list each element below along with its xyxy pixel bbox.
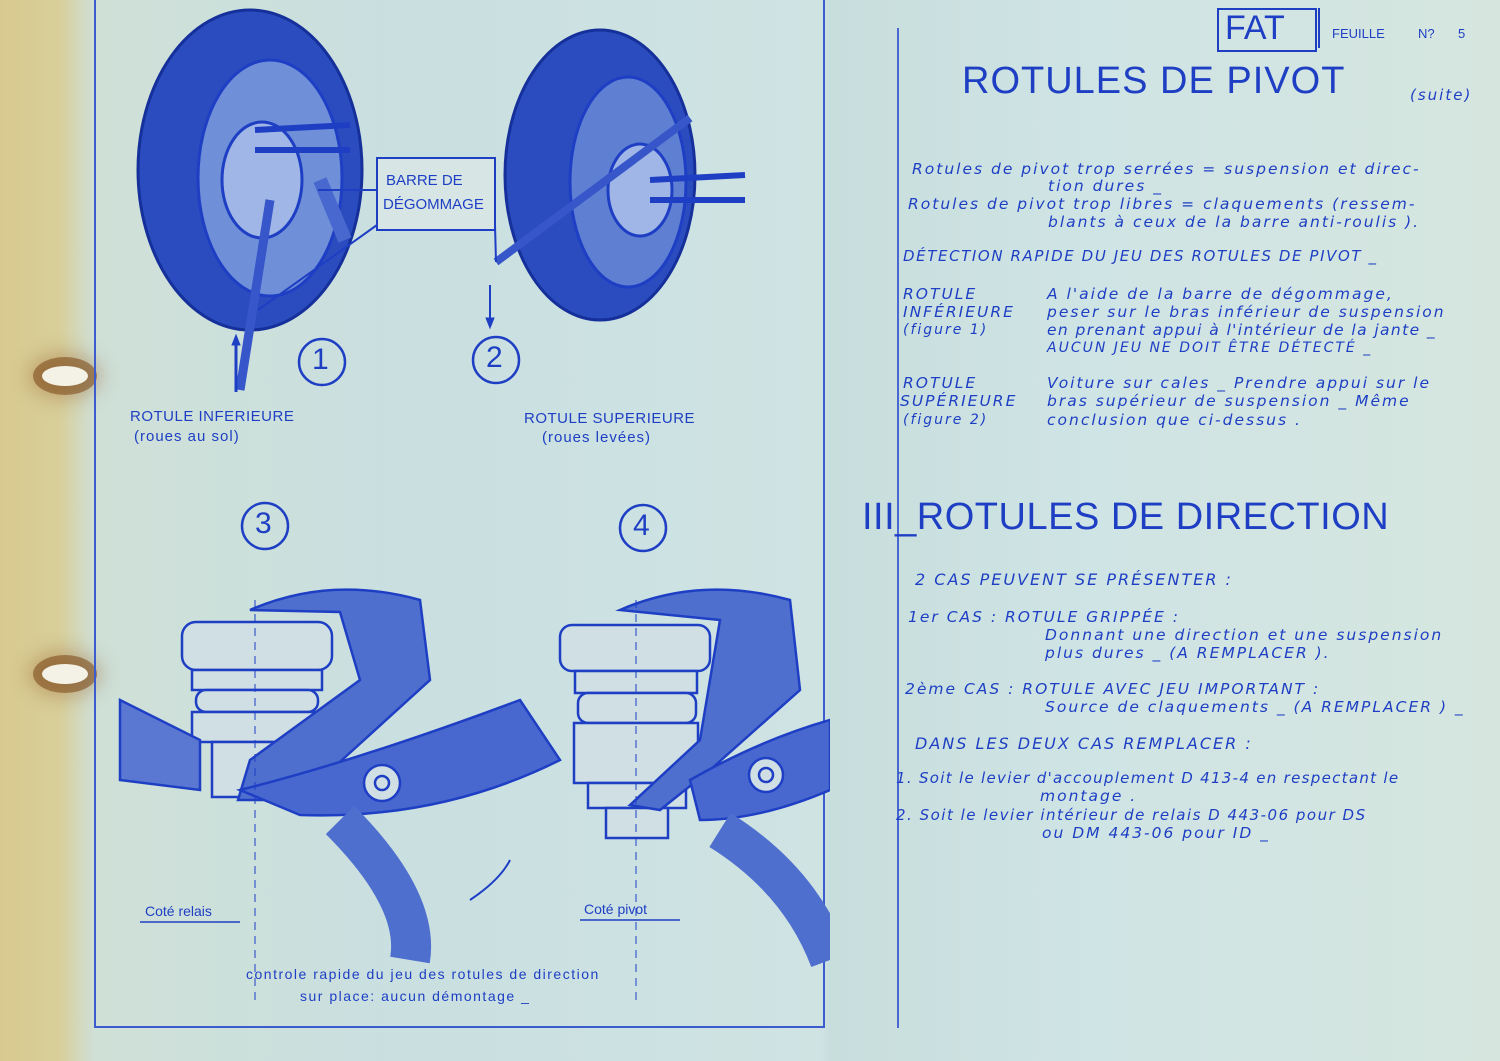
case-1-label: 1er CAS : ROTULE GRIPPÉE : [908, 608, 1180, 626]
wheel-figure-1 [136, 8, 364, 392]
section-title: III_ROTULES DE DIRECTION [862, 496, 1390, 538]
replace-item-2: 2. Soit le levier intérieur de relais D … [896, 806, 1367, 824]
superieure-label-1: ROTULE [903, 374, 978, 392]
sheet-number: 5 [1458, 26, 1466, 41]
case-2-label: 2ème CAS : ROTULE AVEC JEU IMPORTANT : [905, 680, 1321, 698]
replace-item-1: 1. Soit le levier d'accouplement D 413-4… [896, 769, 1400, 787]
sheet-number-label: N? [1418, 26, 1435, 41]
detection-heading: DÉTECTION RAPIDE DU JEU DES ROTULES DE P… [903, 247, 1378, 265]
intro-line-4: blants à ceux de la barre anti-roulis ). [1048, 213, 1421, 231]
figure-4-caption: Coté pivot [584, 901, 648, 917]
binder-hole-bottom [42, 664, 88, 684]
inferieure-label-1: ROTULE [903, 285, 978, 303]
case-1-text-1: Donnant une direction et une suspension [1045, 626, 1444, 644]
inferieure-text-3: en prenant appui à l'intérieur de la jan… [1047, 321, 1437, 339]
cases-heading: 2 CAS PEUVENT SE PRÉSENTER : [915, 570, 1233, 589]
sheet-stamp [1217, 8, 1317, 52]
intro-line-1: Rotules de pivot trop serrées = suspensi… [912, 160, 1421, 178]
figure-1-caption-2: (roues au sol) [134, 428, 240, 445]
right-page-margin-line [897, 28, 899, 1028]
page-title-suffix: (suite) [1410, 86, 1473, 104]
figure-1-caption-1: ROTULE INFERIEURE [130, 408, 295, 425]
sheet-label: FEUILLE [1332, 26, 1385, 41]
left-page-frame [94, 0, 825, 1028]
inferieure-text-1: A l'aide de la barre de dégommage, [1047, 285, 1394, 303]
superieure-text-1: Voiture sur cales _ Prendre appui sur le [1047, 374, 1431, 392]
superieure-label-2: SUPÉRIEURE [900, 392, 1018, 410]
callout-line-2: DÉGOMMAGE [383, 196, 484, 213]
binder-hole-top [42, 366, 88, 386]
inferieure-text-2: peser sur le bras inférieur de suspensio… [1047, 303, 1446, 321]
superieure-label-3: (figure 2) [903, 412, 989, 428]
figure-2-caption-1: ROTULE SUPERIEURE [524, 410, 696, 427]
page-title: ROTULES DE PIVOT [962, 60, 1346, 102]
figure-number-2: 2 [486, 341, 503, 374]
callout-line-1: BARRE DE [386, 172, 463, 189]
figure-3-caption: Coté relais [145, 903, 212, 919]
case-2-text-1: Source de claquements _ (A REMPLACER ) _ [1045, 698, 1465, 716]
figure-number-1: 1 [312, 343, 329, 376]
pliers-figure-3 [118, 588, 562, 1000]
footer-note-2: sur place: aucun démontage _ [300, 988, 531, 1004]
intro-line-3: Rotules de pivot trop libres = claquemen… [908, 195, 1417, 213]
figure-2-caption-2: (roues levées) [542, 429, 652, 446]
pliers-figure-4 [558, 588, 830, 1000]
wheel-figure-2 [485, 28, 746, 330]
illustrations [118, 8, 830, 1000]
replace-heading: DANS LES DEUX CAS REMPLACER : [915, 734, 1253, 753]
case-1-text-2: plus dures _ (A REMPLACER ). [1045, 644, 1331, 662]
inferieure-label-3: (figure 1) [903, 322, 989, 338]
superieure-text-3: conclusion que ci-dessus . [1047, 411, 1302, 429]
footer-note-1: controle rapide du jeu des rotules de di… [246, 966, 600, 982]
replace-item-1-cont: montage . [1040, 787, 1138, 805]
replace-item-2-cont: ou DM 443-06 pour ID _ [1042, 824, 1270, 842]
figure-number-4: 4 [633, 509, 650, 542]
figure-number-3: 3 [255, 507, 272, 540]
inferieure-text-4: AUCUN JEU NE DOIT ÊTRE DÉTECTÉ _ [1047, 340, 1373, 356]
superieure-text-2: bras supérieur de suspension _ Même [1047, 392, 1411, 410]
intro-line-2: tion dures _ [1048, 177, 1163, 195]
stamp-code: FAT [1225, 9, 1285, 47]
sheet-stamp-divider [1318, 8, 1320, 48]
inferieure-label-2: INFÉRIEURE [903, 303, 1015, 321]
